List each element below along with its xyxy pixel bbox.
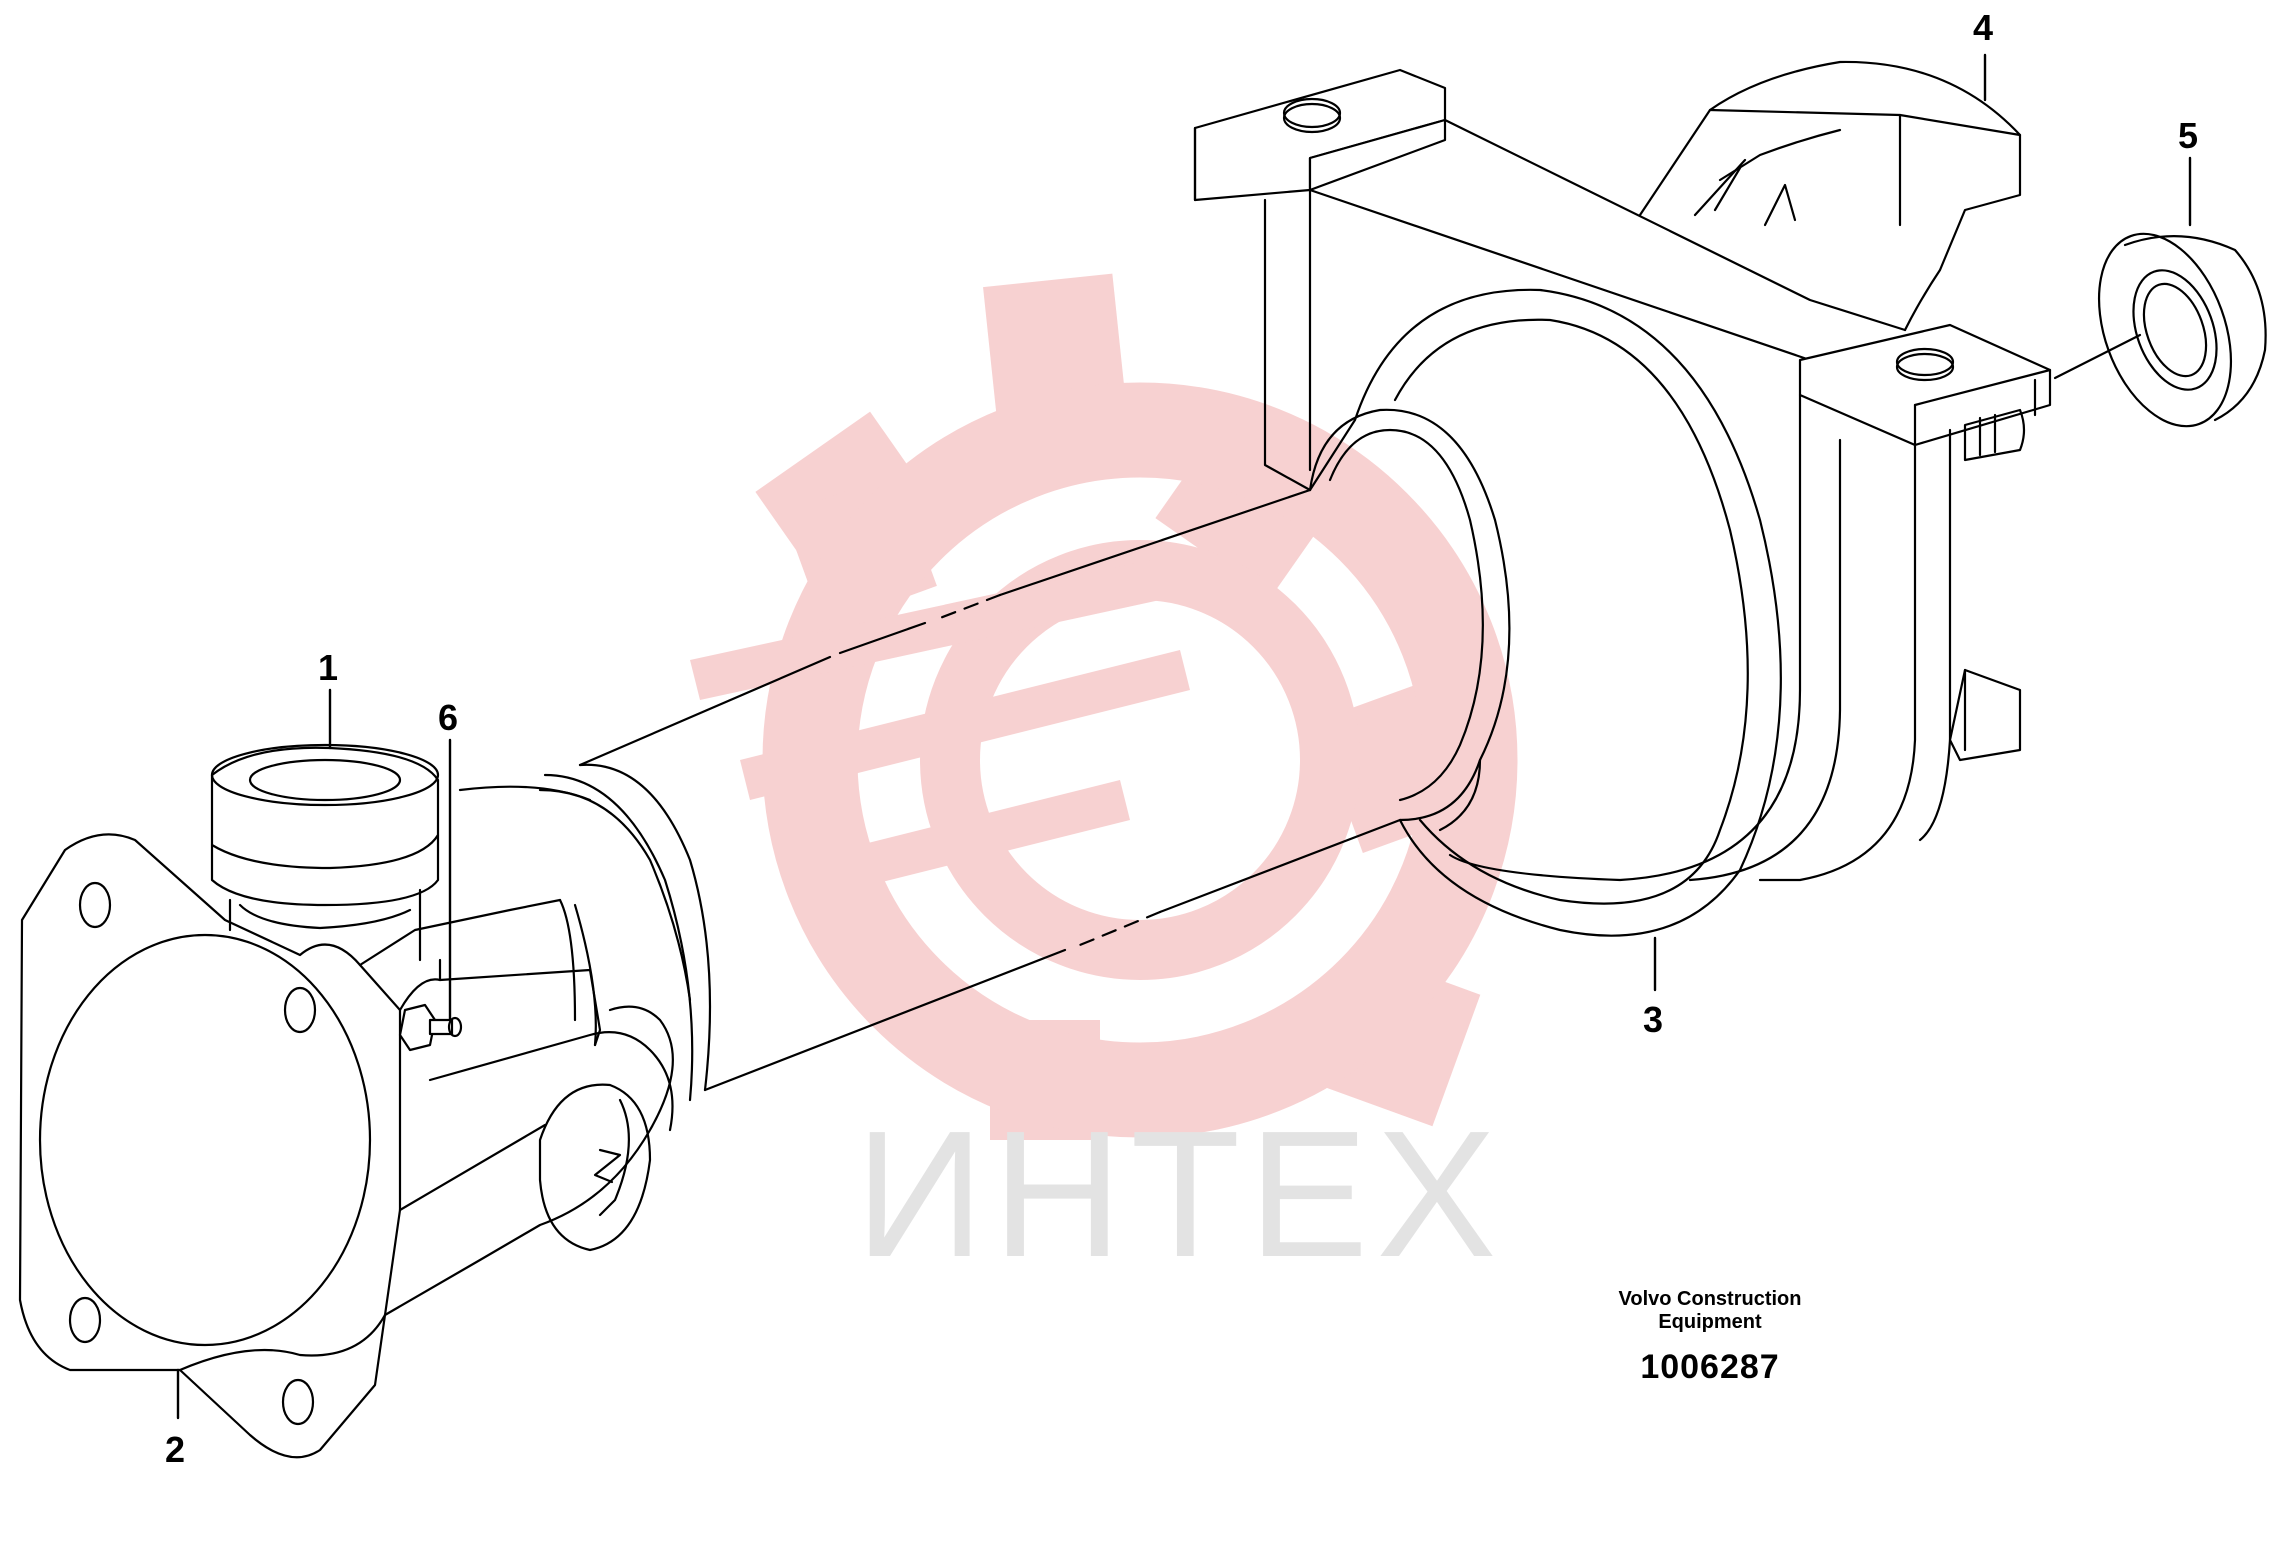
callout-6: 6	[438, 697, 459, 738]
callout-leaders	[176, 53, 2192, 1420]
credit-division: Equipment	[1658, 1311, 1762, 1333]
bearing-bracket	[1193, 68, 2052, 882]
callout-1: 1	[318, 647, 339, 688]
callout-5: 5	[2178, 115, 2199, 156]
universal-joint-yoke	[18, 743, 692, 1459]
callout-4: 4	[1973, 7, 1994, 48]
watermark-gear-logo	[690, 273, 1518, 1140]
grease-nipple	[398, 1003, 463, 1052]
rubber-cushion	[1638, 60, 2022, 332]
credit-company: Volvo Construction	[1618, 1288, 1802, 1310]
callout-3: 3	[1643, 999, 1664, 1040]
flange-nut	[2053, 232, 2267, 428]
credit-block: Volvo Construction Equipment 1006287	[1560, 1288, 1860, 1387]
drive-shaft	[543, 488, 1402, 1102]
watermark-brand-text: ИНТЕХ	[855, 1094, 1505, 1295]
callout-2: 2	[165, 1429, 186, 1470]
center-bearing	[1308, 288, 1782, 937]
document-number: 1006287	[1640, 1348, 1780, 1386]
